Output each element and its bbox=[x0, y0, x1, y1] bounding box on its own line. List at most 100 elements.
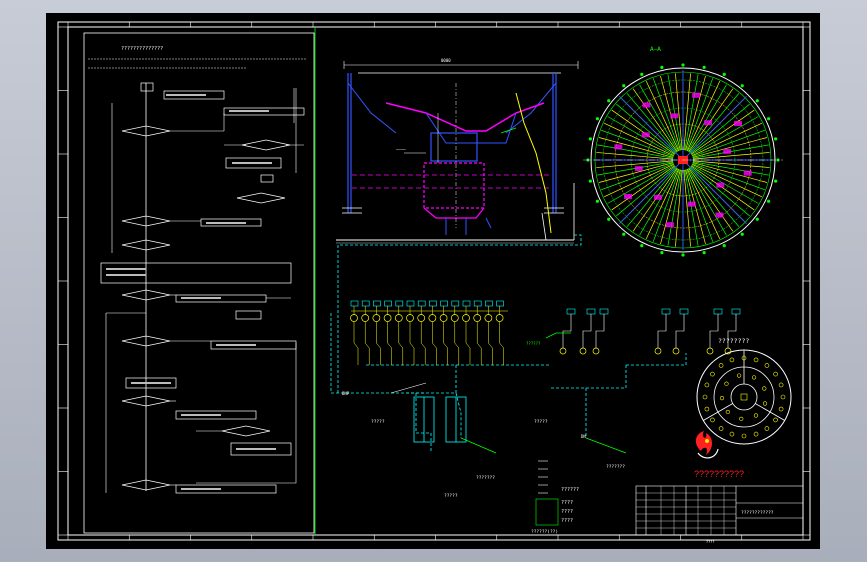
sensor-cluster bbox=[641, 132, 650, 138]
perimeter-marker bbox=[622, 232, 626, 236]
legend-item-1: ???? bbox=[561, 500, 573, 506]
instrument-gauge bbox=[706, 347, 714, 355]
perimeter-marker bbox=[595, 117, 600, 121]
instrument-gauge bbox=[654, 347, 662, 355]
sensor-cluster bbox=[665, 222, 674, 228]
flow-decision bbox=[121, 239, 171, 251]
instrument-tag bbox=[713, 308, 723, 315]
perimeter-marker bbox=[622, 84, 626, 88]
layout-point bbox=[704, 406, 710, 412]
instrument-gauge bbox=[579, 347, 587, 355]
layout-point bbox=[778, 382, 784, 388]
instrument-gauge bbox=[417, 314, 426, 322]
instrument-gauge bbox=[473, 314, 482, 322]
title-block-rows bbox=[636, 486, 736, 535]
perimeter-marker bbox=[607, 217, 611, 221]
svg-text:DNP: DNP bbox=[342, 391, 350, 396]
layout-point bbox=[718, 363, 724, 368]
svg-text:0000: 0000 bbox=[441, 58, 451, 63]
instrument-gauge bbox=[559, 347, 567, 355]
perimeter-marker bbox=[640, 243, 644, 248]
svg-text:────: ──── bbox=[395, 147, 406, 152]
flow-box bbox=[260, 174, 274, 183]
instrument-gauge bbox=[361, 314, 370, 322]
plan-view-circle bbox=[583, 63, 783, 257]
instrument-gauge bbox=[428, 314, 437, 322]
sensor-cluster bbox=[715, 212, 724, 218]
layout-point bbox=[764, 363, 770, 368]
sensor-layout-circle bbox=[696, 349, 792, 445]
sensor-cluster bbox=[687, 201, 696, 207]
title-block-sub: ???? bbox=[706, 540, 714, 544]
perimeter-marker bbox=[740, 84, 744, 88]
perimeter-marker bbox=[774, 137, 778, 141]
instrument-array bbox=[350, 300, 508, 365]
perimeter-marker bbox=[588, 179, 592, 183]
instrument-tag bbox=[679, 308, 689, 315]
perimeter-marker bbox=[755, 99, 759, 103]
instrument-tag bbox=[462, 300, 471, 307]
title-block bbox=[635, 485, 804, 536]
cable-schematic: DNP ????? ????? ?????? DN bbox=[330, 234, 687, 454]
perimeter-marker bbox=[702, 251, 706, 255]
layout-point bbox=[741, 433, 747, 439]
sensor-cluster bbox=[692, 92, 701, 98]
instrument-gauge bbox=[383, 314, 392, 322]
flow-box bbox=[200, 218, 262, 227]
perimeter-marker bbox=[607, 99, 611, 103]
layout-point bbox=[737, 373, 742, 378]
legend: ??????? ??????? ????? ?????? ???? ???? ?… bbox=[444, 460, 625, 535]
sensor-cluster bbox=[653, 194, 662, 200]
layout-point bbox=[719, 395, 725, 401]
cad-drawing: ?????????????? bbox=[57, 21, 811, 544]
layout-point bbox=[710, 371, 715, 377]
perimeter-marker bbox=[740, 232, 744, 236]
instrument-gauge bbox=[406, 314, 414, 322]
svg-text:??????: ?????? bbox=[526, 341, 541, 346]
flow-box bbox=[235, 310, 262, 320]
bottom-label-left: ??????? bbox=[476, 475, 495, 481]
flow-box bbox=[230, 442, 292, 456]
drawing-sheet[interactable]: ?????????????? bbox=[46, 13, 820, 549]
layout-point bbox=[751, 375, 757, 380]
instrument-gauge bbox=[462, 314, 470, 322]
flow-box bbox=[100, 262, 292, 284]
flow-box bbox=[175, 410, 257, 420]
instrument-gauge bbox=[592, 347, 600, 355]
legend-item-2: ???? bbox=[561, 509, 573, 515]
instrument-gauge bbox=[350, 314, 358, 322]
instrument-tag bbox=[373, 300, 381, 307]
note-upper-right: ????? bbox=[534, 419, 548, 425]
instrument-array-right bbox=[545, 308, 741, 355]
perimeter-marker bbox=[660, 251, 664, 255]
flow-decision bbox=[221, 425, 271, 437]
bottom-label-right: ??????? bbox=[606, 464, 625, 470]
sensor-cluster bbox=[743, 170, 752, 176]
flow-box bbox=[225, 157, 282, 169]
layout-point bbox=[753, 431, 759, 437]
zone-ticks bbox=[58, 22, 810, 540]
layout-point bbox=[773, 417, 778, 423]
sensor-cluster bbox=[723, 148, 732, 154]
instrument-gauge bbox=[450, 314, 459, 322]
instrument-tag bbox=[485, 300, 493, 307]
flow-box bbox=[163, 90, 225, 100]
flowchart bbox=[100, 82, 305, 494]
instrument-gauge bbox=[672, 347, 680, 355]
perimeter-marker bbox=[588, 137, 592, 141]
layout-title: ???????? bbox=[718, 337, 749, 345]
flow-box bbox=[210, 340, 297, 350]
instrument-gauge bbox=[495, 314, 504, 322]
layout-point bbox=[778, 406, 784, 412]
instrument-tag bbox=[384, 300, 392, 307]
perimeter-marker bbox=[660, 65, 664, 69]
sensor-cluster bbox=[734, 121, 743, 127]
instrument-tag bbox=[350, 300, 359, 307]
instrument-tag bbox=[586, 308, 596, 315]
instrument-tag bbox=[395, 300, 404, 307]
layout-point bbox=[725, 409, 730, 415]
instrument-gauge bbox=[724, 347, 732, 355]
logo-icon bbox=[695, 431, 719, 459]
sensor-cluster bbox=[642, 102, 651, 108]
